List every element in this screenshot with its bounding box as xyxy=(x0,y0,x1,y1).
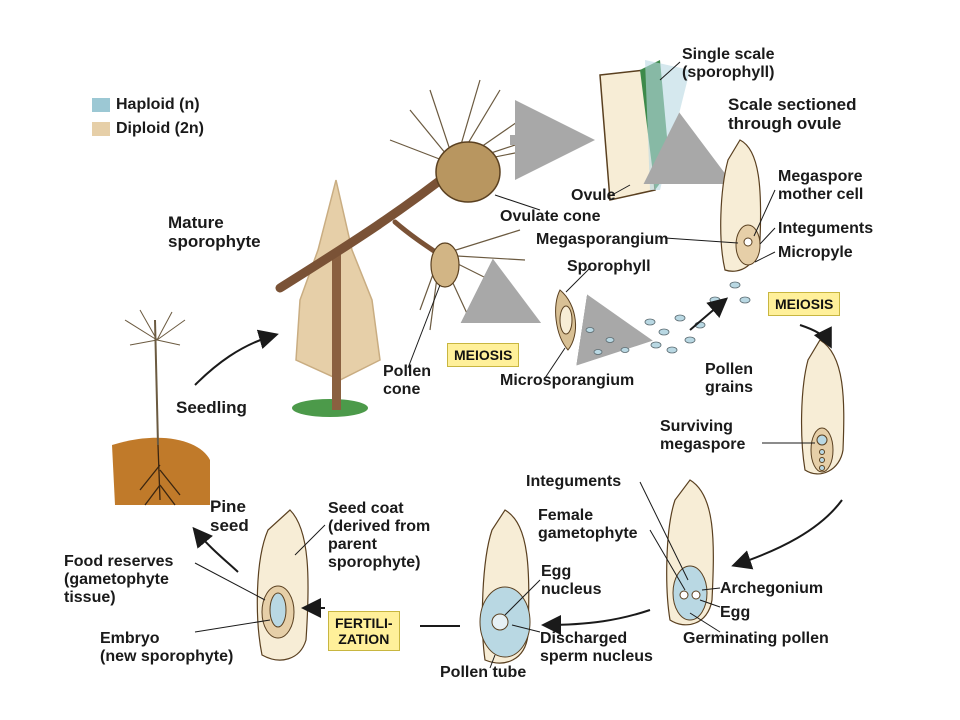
arrow-meiosis-down xyxy=(799,324,832,349)
arrow-to-fertilization xyxy=(541,609,651,635)
label-mature-sporophyte: Mature sporophyte xyxy=(168,213,261,251)
arrow-pollen-to-ovule xyxy=(689,297,729,331)
seedling xyxy=(112,309,210,506)
arrow-seedling-to-sporophyte xyxy=(194,329,279,386)
label-ovule: Ovule xyxy=(571,187,616,204)
label-pine-seed: Pine seed xyxy=(210,497,249,535)
label-discharged-sperm: Discharged sperm nucleus xyxy=(540,630,653,665)
legend-haploid: Haploid (n) xyxy=(92,96,200,114)
label-germinating-pollen: Germinating pollen xyxy=(683,630,829,647)
arrow-to-archegonium xyxy=(731,499,843,570)
label-micropyle: Micropyle xyxy=(778,244,853,261)
label-microsporangium: Microsporangium xyxy=(500,372,635,389)
label-surviving-megaspore: Surviving megaspore xyxy=(660,418,746,453)
sporophyll xyxy=(555,289,577,351)
pollen-cone xyxy=(430,242,460,288)
label-megaspore-mother-cell: Megaspore mother cell xyxy=(778,168,864,203)
label-food-reserves: Food reserves (gametophyte tissue) xyxy=(64,553,174,606)
grass-patch xyxy=(292,399,368,417)
label-integuments-top: Integuments xyxy=(778,220,874,237)
ovule-section-4 xyxy=(479,509,531,664)
pollen-grains-scatter xyxy=(585,281,751,355)
legend-diploid: Diploid (2n) xyxy=(92,120,204,138)
ovulate-cone xyxy=(435,141,501,203)
single-scale xyxy=(599,60,690,201)
pine-seed xyxy=(256,509,309,661)
label-archegonium: Archegonium xyxy=(720,580,824,597)
arrow-to-sporophyll xyxy=(460,258,542,324)
label-embryo: Embryo (new sporophyte) xyxy=(100,630,234,665)
label-pollen-cone: Pollen cone xyxy=(383,363,432,398)
ovule-section-3 xyxy=(666,479,714,626)
badge-meiosis-right: MEIOSIS xyxy=(768,292,841,316)
label-megasporangium: Megasporangium xyxy=(536,231,669,248)
badge-meiosis-left: MEIOSIS xyxy=(447,343,520,367)
label-integuments-mid: Integuments xyxy=(526,473,622,490)
legend-haploid-label: Haploid (n) xyxy=(116,96,200,113)
legend-diploid-label: Diploid (2n) xyxy=(116,120,204,137)
arrow-seed-to-seedling xyxy=(192,526,239,573)
label-pollen-tube: Pollen tube xyxy=(440,664,527,681)
arrow-to-section xyxy=(643,112,733,184)
label-seed-coat: Seed coat (derived from parent sporophyt… xyxy=(328,500,431,571)
mature-sporophyte-tree xyxy=(292,179,381,417)
tree-trunk xyxy=(332,250,341,410)
label-seedling: Seedling xyxy=(176,398,247,417)
label-egg: Egg xyxy=(720,604,751,621)
diploid-swatch xyxy=(92,122,110,136)
label-single-scale: Single scale (sporophyll) xyxy=(682,46,775,81)
ovule-section-1 xyxy=(720,139,762,272)
haploid-swatch xyxy=(92,98,110,112)
label-female-gametophyte: Female gametophyte xyxy=(538,507,638,542)
label-sporophyll: Sporophyll xyxy=(567,258,651,275)
label-pollen-grains: Pollen grains xyxy=(705,361,754,396)
label-ovulate-cone: Ovulate cone xyxy=(500,208,601,225)
badge-fertilization: FERTILI- ZATION xyxy=(328,611,400,651)
label-egg-nucleus: Egg nucleus xyxy=(541,563,602,598)
leader-lines xyxy=(194,61,815,669)
ovule-section-2 xyxy=(800,339,845,475)
label-scale-sectioned: Scale sectioned through ovule xyxy=(728,95,857,133)
